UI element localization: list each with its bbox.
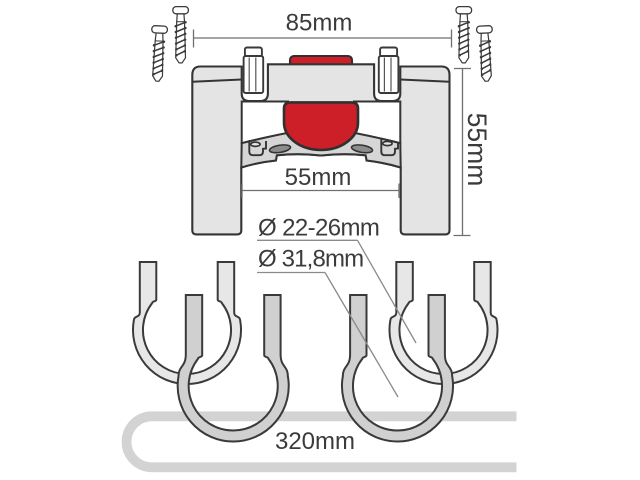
svg-text:85mm: 85mm xyxy=(286,10,353,37)
svg-text:55mm: 55mm xyxy=(462,113,492,187)
svg-text:Ø 31,8mm: Ø 31,8mm xyxy=(258,246,363,273)
svg-text:55mm: 55mm xyxy=(285,164,352,191)
svg-text:320mm: 320mm xyxy=(275,428,355,455)
svg-text:Ø 22-26mm: Ø 22-26mm xyxy=(258,215,379,242)
